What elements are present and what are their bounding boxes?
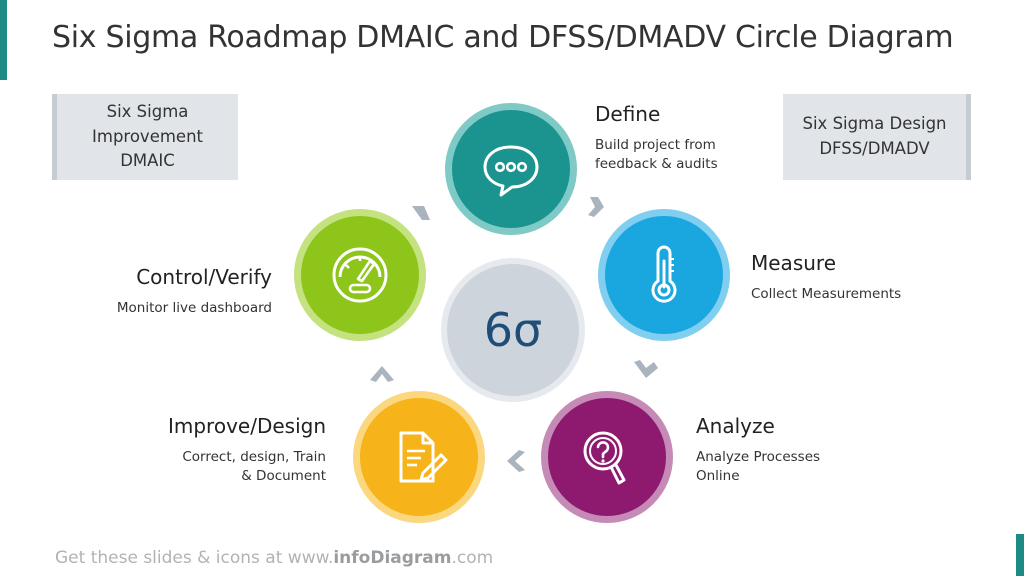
chevron-icon-define-measure xyxy=(588,197,604,217)
dashboard-gauge-icon xyxy=(332,247,388,303)
chevron-icon-control-define xyxy=(412,206,430,220)
center-label: 6σ xyxy=(483,303,543,357)
control-verify-label: Control/Verify Monitor live dashboard xyxy=(117,265,272,318)
define-label: Define Build project from feedback & aud… xyxy=(595,102,718,174)
define-title: Define xyxy=(595,102,661,126)
chevron-icon-improve-control xyxy=(370,366,394,382)
improve-design-description: Correct, design, Train & Document xyxy=(182,449,326,484)
measure-description: Collect Measurements xyxy=(751,286,902,302)
speech-bubble-icon xyxy=(483,145,539,197)
dmaic-box: Six Sigma Improvement DMAIC xyxy=(52,94,238,180)
control-verify-title: Control/Verify xyxy=(136,265,272,289)
improve-design-title: Improve/Design xyxy=(167,414,326,438)
dmadv-box-line-1: Six Sigma Design xyxy=(802,114,947,134)
analyze-label: Analyze Analyze Processes Online xyxy=(696,414,820,486)
improve-design-label: Improve/Design Correct, design, Train & … xyxy=(168,414,326,486)
footer-credit: Get these slides & icons at www.infoDiag… xyxy=(55,548,493,568)
measure-circle xyxy=(598,209,730,341)
dmaic-box-line-3: DMAIC xyxy=(120,151,175,171)
chevron-icon-measure-analyze xyxy=(634,360,658,378)
define-description: Build project from feedback & audits xyxy=(595,137,718,172)
slide-title: Six Sigma Roadmap DMAIC and DFSS/DMADV C… xyxy=(52,20,954,55)
dmadv-box: Six Sigma Design DFSS/DMADV xyxy=(783,94,971,180)
control-verify-description: Monitor live dashboard xyxy=(116,300,272,316)
footer-suffix: .com xyxy=(451,548,494,568)
document-pencil-icon xyxy=(399,431,448,483)
left-edge-accent xyxy=(0,0,7,80)
six-sigma-center-circle: 6σ xyxy=(441,258,585,402)
analyze-description: Analyze Processes Online xyxy=(696,449,821,484)
footer-prefix: Get these slides & icons at www. xyxy=(55,548,334,568)
improve-design-circle xyxy=(353,391,485,523)
define-circle xyxy=(445,103,577,235)
control-verify-circle xyxy=(294,209,426,341)
dmaic-box-line-1: Six Sigma xyxy=(106,101,189,121)
right-edge-accent xyxy=(1016,534,1024,576)
measure-title: Measure xyxy=(751,251,836,275)
chevron-icon-analyze-improve xyxy=(507,450,525,472)
dmaic-box-line-2: Improvement xyxy=(92,126,203,146)
measure-label: Measure Collect Measurements xyxy=(751,251,901,304)
analyze-title: Analyze xyxy=(696,414,775,438)
footer-brand: infoDiagram xyxy=(333,548,452,568)
magnifier-question-icon xyxy=(583,431,626,485)
analyze-circle xyxy=(541,391,673,523)
dmadv-box-line-2: DFSS/DMADV xyxy=(819,139,930,158)
thermometer-icon xyxy=(651,245,677,303)
